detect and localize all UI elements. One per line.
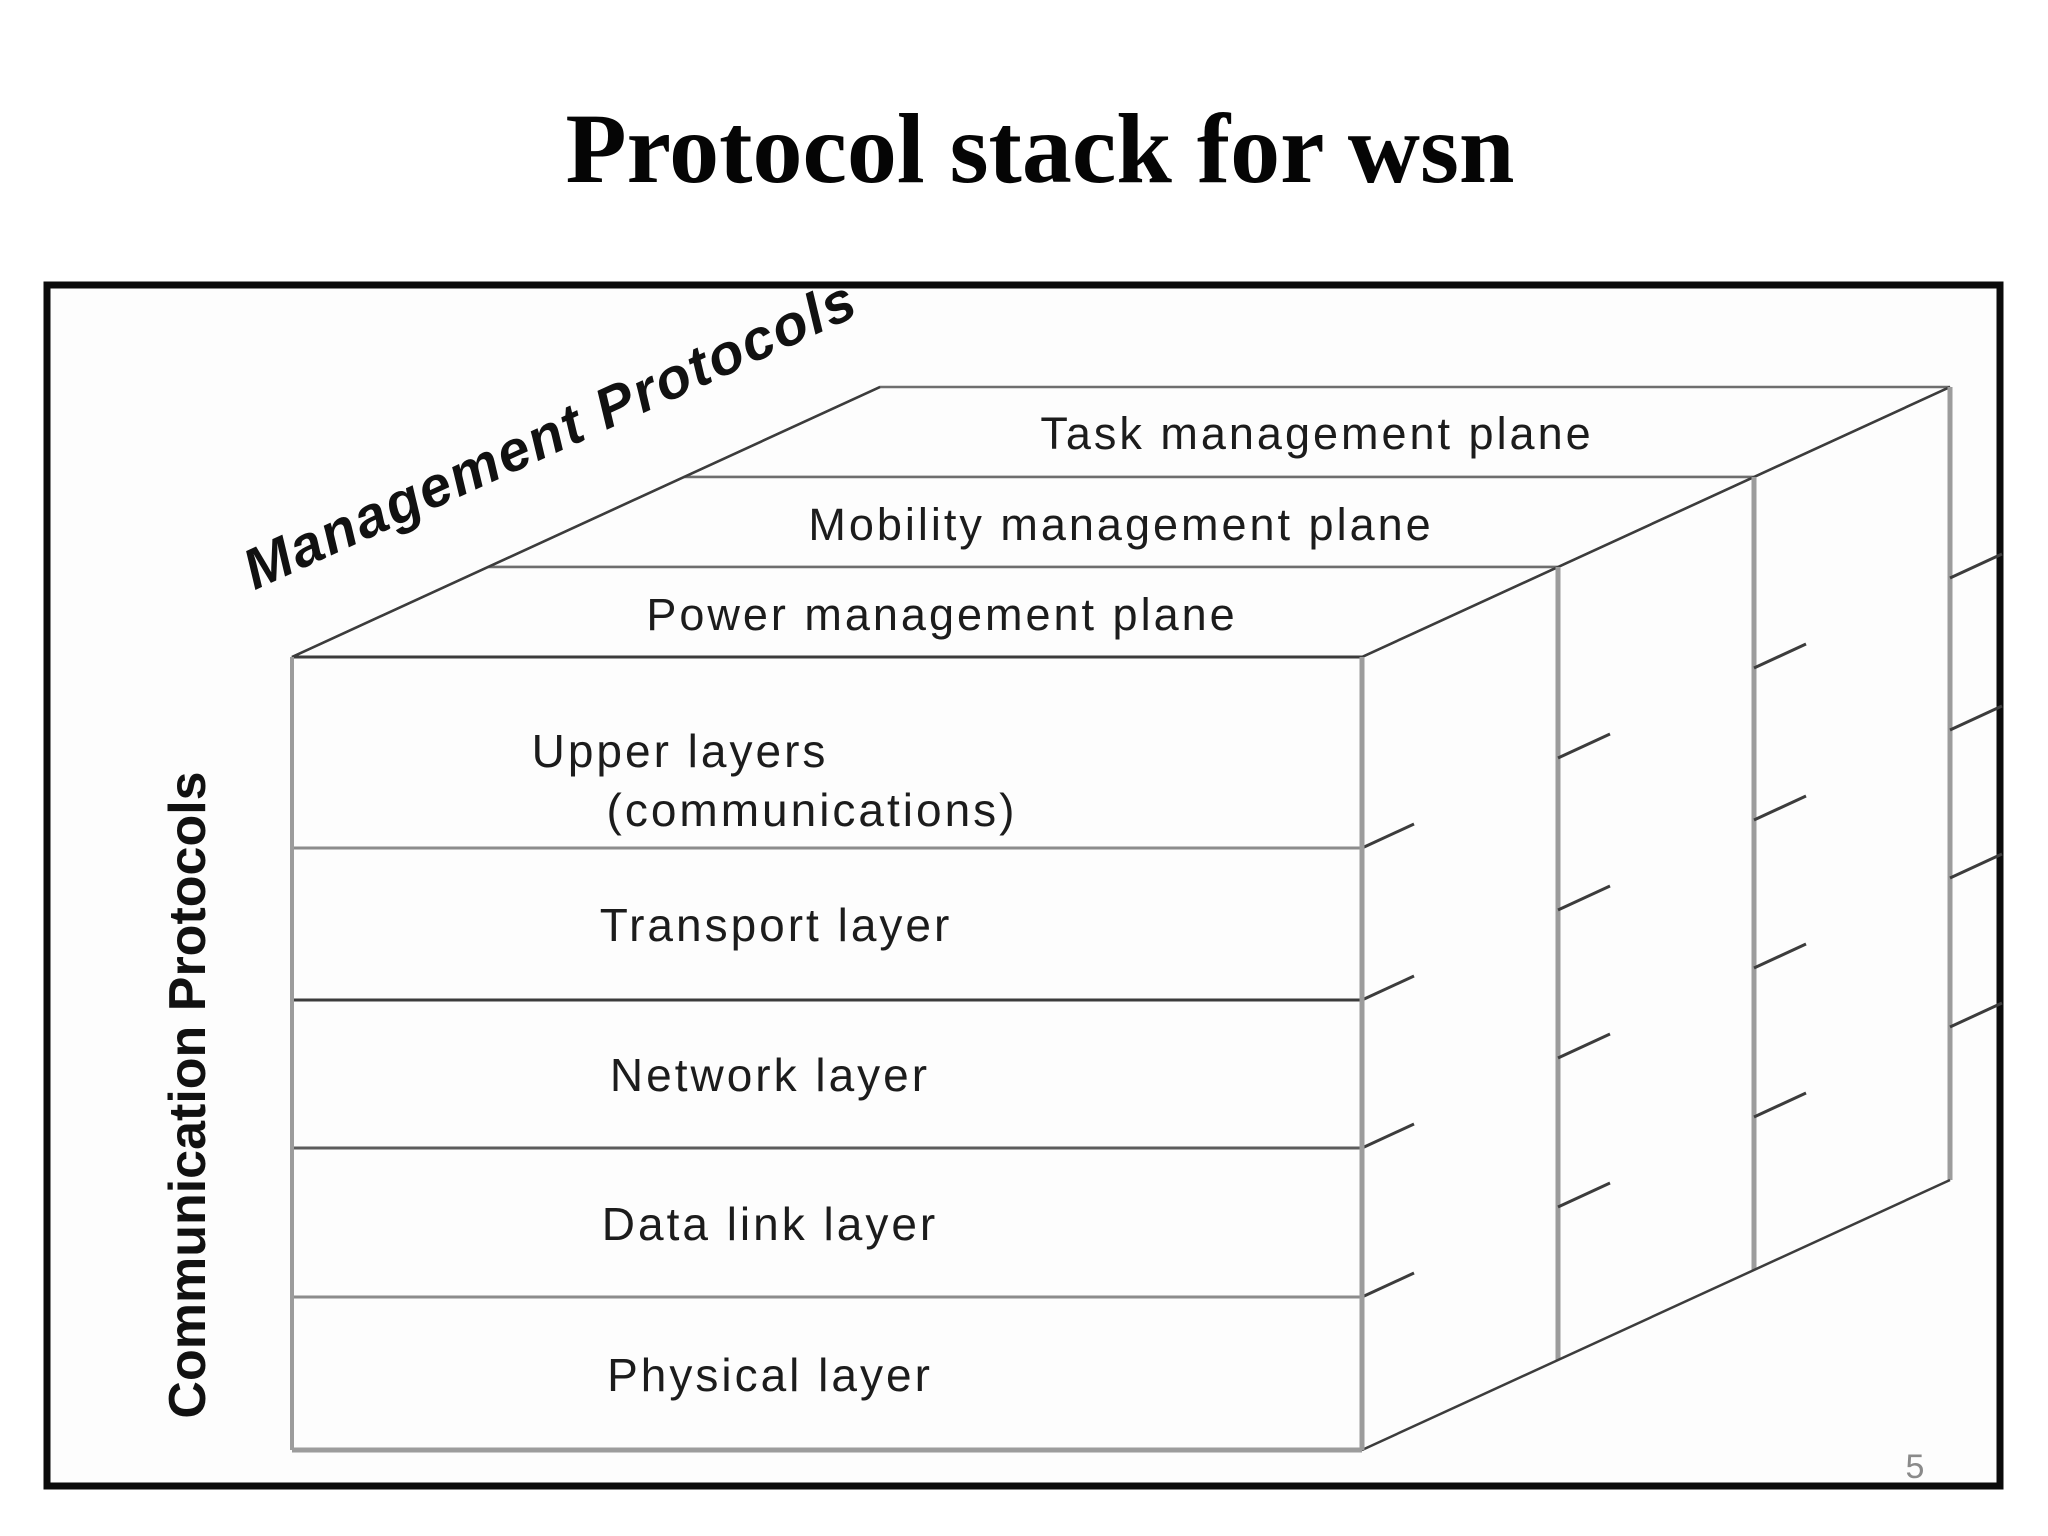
depth-tick	[1557, 1181, 1611, 1209]
mobility-plane-label: Mobility management plane	[808, 499, 1433, 550]
depth-tick	[1361, 822, 1415, 850]
management-plane-task: Task management plane	[683, 385, 1951, 479]
layer-transport-label: Transport layer	[600, 899, 953, 951]
depth-tick	[1753, 942, 1807, 970]
layer-network: Network layer	[610, 1049, 930, 1101]
depth-tick	[1949, 852, 2003, 880]
box-bottom-depth-edge	[1361, 1178, 1951, 1452]
task-plane-label: Task management plane	[1040, 408, 1593, 459]
management-plane-mobility: Mobility management plane	[487, 475, 1755, 569]
depth-tick	[1557, 732, 1611, 760]
depth-tick	[1949, 704, 2003, 732]
page-title: Protocol stack for wsn	[566, 93, 1515, 204]
page-number: 5	[1906, 1448, 1925, 1486]
communication-protocols-label: Communication Protocols	[159, 771, 217, 1418]
top-right-depth-edge	[1361, 385, 1951, 659]
layer-upper-sublabel: (communications)	[607, 784, 1018, 836]
depth-tick	[1361, 974, 1415, 1002]
depth-tick	[1753, 794, 1807, 822]
depth-ticks-task-edge	[1949, 552, 2003, 1029]
management-plane-power: Power management plane	[291, 565, 1559, 659]
communication-stack: Upper layers (communications) Transport …	[290, 655, 1365, 1453]
depth-tick	[1361, 1271, 1415, 1299]
layer-datalink: Data link layer	[602, 1198, 938, 1250]
depth-ticks-power-edge	[1557, 732, 1611, 1209]
depth-tick	[1949, 552, 2003, 580]
depth-tick	[1753, 1091, 1807, 1119]
layer-physical-label: Physical layer	[607, 1349, 933, 1401]
stack-face	[292, 657, 1362, 1450]
layer-upper-label: Upper layers	[532, 725, 829, 777]
layer-network-label: Network layer	[610, 1049, 930, 1101]
layer-transport: Transport layer	[600, 899, 953, 951]
side-faces	[1361, 387, 2003, 1452]
depth-tick	[1557, 884, 1611, 912]
top-left-depth-edge	[291, 385, 881, 659]
depth-tick	[1557, 1032, 1611, 1060]
layer-physical: Physical layer	[607, 1349, 933, 1401]
layer-datalink-label: Data link layer	[602, 1198, 938, 1250]
power-plane-label: Power management plane	[646, 589, 1237, 640]
depth-tick	[1949, 1001, 2003, 1029]
depth-tick	[1361, 1122, 1415, 1150]
depth-tick	[1753, 642, 1807, 670]
depth-ticks-mobility-edge	[1753, 642, 1807, 1119]
layer-upper: Upper layers (communications)	[532, 725, 1018, 836]
depth-ticks-front-edge	[1361, 822, 1415, 1299]
